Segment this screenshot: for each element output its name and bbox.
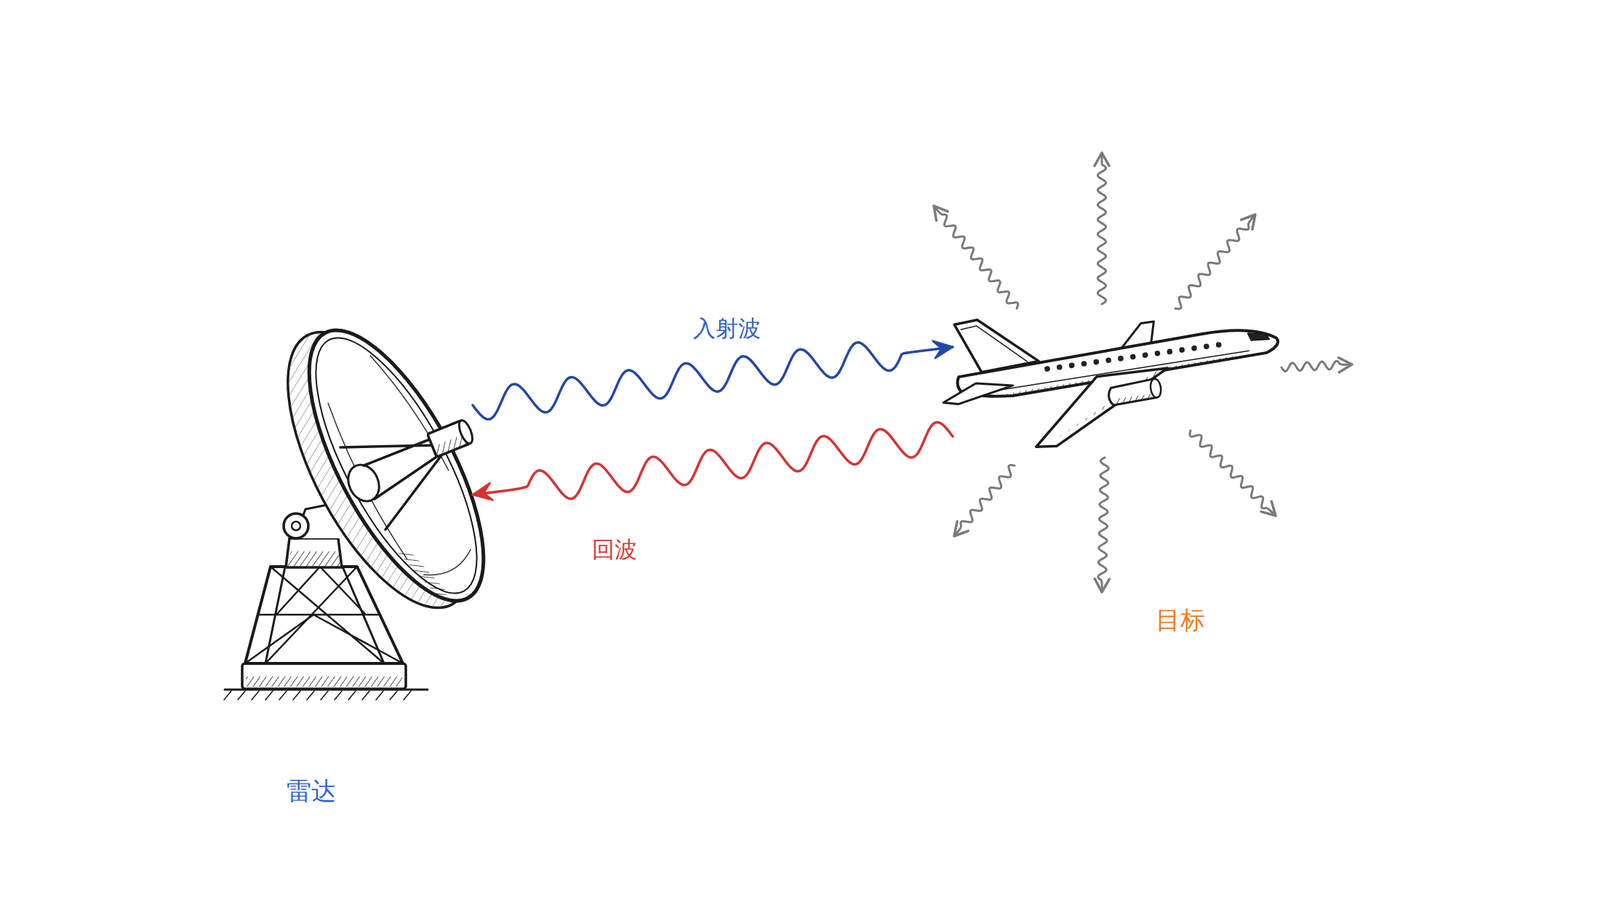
window	[1056, 363, 1064, 371]
window	[1191, 344, 1198, 352]
ground-hatch	[403, 690, 411, 700]
ground-hatch	[279, 690, 287, 700]
echo-wave	[472, 422, 953, 501]
scatter-arrowhead	[1094, 578, 1110, 592]
ground-hatch	[362, 690, 370, 700]
scatter-arrowhead	[1338, 357, 1352, 373]
window	[1154, 349, 1161, 357]
scatter-arrowhead	[1241, 214, 1256, 230]
scatter-arrow	[1094, 152, 1110, 304]
window	[1044, 365, 1051, 373]
ground-hatch	[376, 690, 384, 700]
ground-hatch	[348, 690, 356, 700]
radar-label: 雷达	[286, 776, 336, 806]
ground-hatch	[251, 690, 259, 700]
arrowhead	[933, 341, 953, 359]
scatter-wave	[954, 464, 1015, 536]
arrowhead	[472, 482, 494, 501]
window	[1117, 355, 1125, 363]
scatter-arrowhead	[933, 205, 948, 221]
scatter-arrow	[1189, 430, 1276, 516]
scatter-wave	[1098, 457, 1109, 592]
scatter-arrow	[1281, 357, 1352, 373]
ground-hatch	[293, 690, 301, 700]
echo-wave-label: 回波	[589, 536, 640, 563]
ground-hatch	[334, 690, 342, 700]
window	[1141, 352, 1149, 359]
wave-line	[472, 422, 953, 499]
incident-wave-label: 入射波	[690, 314, 764, 342]
scatter-wave	[933, 205, 1019, 309]
window	[1105, 357, 1112, 364]
window	[1068, 362, 1075, 369]
scatter-arrowhead	[1261, 501, 1276, 516]
airplane	[932, 278, 1288, 461]
window	[1130, 353, 1137, 360]
radar-node: 雷达	[218, 320, 473, 808]
scattered-waves	[933, 152, 1352, 592]
window	[1093, 358, 1100, 366]
window	[1178, 346, 1186, 354]
scatter-arrow	[1094, 457, 1110, 592]
scatter-arrow	[1175, 214, 1256, 310]
window	[1080, 360, 1088, 368]
window	[1203, 343, 1211, 350]
scatter-arrow	[933, 205, 1019, 309]
ground-hatch	[224, 690, 232, 700]
target-node: 目标	[952, 298, 1295, 640]
incident-wave	[472, 341, 953, 420]
scatter-arrowhead	[1094, 152, 1110, 166]
window	[1166, 348, 1174, 355]
window	[1215, 341, 1222, 349]
target-label: 目标	[1155, 605, 1206, 635]
ground-hatch	[389, 690, 398, 700]
scatter-arrow	[954, 464, 1015, 536]
ground-hatch	[265, 690, 273, 700]
radar-antenna	[224, 304, 518, 700]
wave-line	[472, 342, 953, 420]
ground-hatch	[306, 690, 315, 700]
scatter-wave	[1189, 430, 1276, 516]
ground-hatch	[237, 690, 246, 700]
ground-hatch	[320, 690, 328, 700]
scatter-wave	[1175, 214, 1256, 310]
scatter-arrowhead	[954, 521, 968, 536]
scatter-wave	[1097, 152, 1106, 304]
